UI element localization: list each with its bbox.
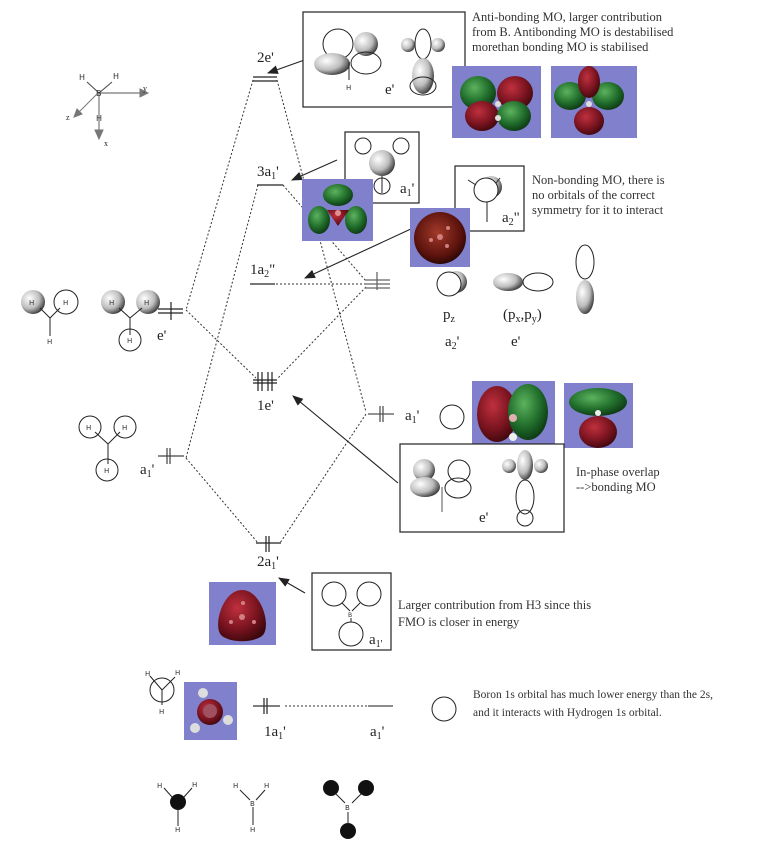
svg-text:H: H: [233, 782, 238, 790]
label-pz: pz: [443, 307, 456, 325]
svg-text:H: H: [192, 781, 197, 789]
label-e-b: e': [511, 334, 521, 350]
note-line: -->bonding MO: [576, 480, 656, 494]
svg-text:H: H: [113, 72, 119, 81]
svg-text:H: H: [157, 782, 162, 790]
note-boron-1s: Boron 1s orbital has much lower energy t…: [473, 686, 713, 722]
svg-text:H: H: [29, 299, 34, 307]
render-2e-b: [551, 66, 637, 138]
svg-text:B: B: [250, 800, 255, 808]
note-line: no orbitals of the correct: [532, 188, 655, 202]
svg-text:H: H: [175, 669, 180, 677]
render-2a1: [209, 582, 276, 645]
render-1a2: [410, 208, 470, 267]
correlation-lines: [185, 79, 368, 707]
svg-text:H: H: [145, 670, 150, 678]
label-2a1: 2a1': [257, 554, 279, 572]
label-a2: a2': [445, 334, 460, 352]
mo-level-1e: [253, 372, 277, 391]
render-2e-a: [452, 66, 541, 138]
svg-text:H: H: [86, 424, 91, 432]
box-1e-orbitals: e': [399, 443, 565, 533]
label-3a1: 3a1': [257, 164, 279, 182]
svg-text:z: z: [66, 113, 70, 122]
h3-e-orbital-b: H H H: [101, 290, 160, 352]
label-1a2: 1a2": [250, 262, 275, 280]
svg-text:B: B: [96, 89, 102, 98]
h3-e-orbital-a: H H H: [21, 289, 79, 346]
note-antibonding: Anti-bonding MO, larger contribution fro…: [472, 10, 673, 55]
label-1a1: 1a1': [264, 724, 286, 742]
svg-text:H: H: [96, 114, 102, 123]
label-b-a1-1s: a1': [370, 724, 385, 742]
b-1s-orbital-icon: [431, 696, 457, 722]
svg-text:H: H: [250, 826, 255, 834]
svg-text:H: H: [63, 299, 68, 307]
render-3a1: [302, 179, 373, 241]
svg-text:H: H: [109, 299, 114, 307]
render-1e-a: [472, 381, 555, 450]
svg-text:H: H: [175, 826, 180, 834]
note-line: Larger contribution from H3 since this: [398, 598, 592, 612]
svg-text:y: y: [143, 84, 147, 93]
note-line: Boron 1s orbital has much lower energy t…: [473, 689, 713, 701]
note-line: Non-bonding MO, there is: [532, 173, 665, 187]
svg-text:H: H: [264, 782, 269, 790]
render-1e-b: [564, 383, 633, 448]
box-2a1-orbitals: B a1': [311, 572, 392, 651]
axes-icon: B H H H y z x: [66, 72, 150, 148]
note-inphase: In-phase overlap -->bonding MO: [576, 465, 660, 495]
mo-level-2e: [253, 76, 277, 82]
svg-text:x: x: [104, 139, 108, 148]
mo-level-1a1: [253, 698, 280, 714]
h3-level-a1: [158, 448, 184, 464]
b-level-a1-2s: [368, 406, 394, 422]
box-2e-orbitals: H e': [302, 11, 466, 108]
b-level-p: [365, 272, 390, 290]
note-line: and it interacts with Hydrogen 1s orbita…: [473, 707, 662, 719]
bh3-structure: B H H H: [233, 782, 269, 834]
svg-text:H: H: [144, 299, 149, 307]
bh3-structure-boron-orbital: H H H: [157, 781, 197, 834]
svg-text:H: H: [127, 337, 132, 345]
svg-text:e': e': [479, 510, 489, 526]
svg-text:a2": a2": [502, 210, 520, 228]
h3-level-e: [158, 302, 183, 320]
svg-text:B: B: [348, 612, 352, 619]
bh3-newman-icon: H H H: [145, 669, 180, 716]
note-line: Anti-bonding MO, larger contribution: [472, 10, 663, 24]
svg-text:H: H: [346, 84, 351, 92]
svg-text:e': e': [385, 82, 395, 98]
note-line: morethan bonding MO is stabilised: [472, 40, 649, 54]
svg-text:H: H: [79, 73, 85, 82]
note-line: In-phase overlap: [576, 465, 660, 479]
label-1e: 1e': [257, 398, 274, 414]
label-h3-a1: a1': [140, 462, 155, 480]
bh3-structure-h-orbitals: B: [323, 780, 374, 839]
note-line: symmetry for it to interact: [532, 203, 664, 217]
label-pxpy: (px,py): [503, 307, 542, 325]
label-2e: 2e': [257, 50, 274, 66]
note-nonbonding: Non-bonding MO, there is no orbitals of …: [532, 173, 665, 218]
label-b-a1: a1': [405, 408, 420, 426]
h3-a1-orbital: H H H: [78, 415, 137, 482]
mo-level-2a1: [256, 536, 281, 552]
label-h3-e: e': [157, 328, 167, 344]
svg-text:a1': a1': [400, 181, 415, 199]
b-2s-orbital-icon: [439, 404, 465, 430]
svg-text:H: H: [122, 424, 127, 432]
svg-text:B: B: [345, 804, 350, 812]
render-1a1: [184, 682, 237, 740]
note-larger-h3: Larger contribution from H3 since this F…: [398, 597, 591, 631]
note-line: from B. Antibonding MO is destabilised: [472, 25, 674, 39]
svg-text:H: H: [47, 338, 52, 346]
svg-text:H: H: [159, 708, 164, 716]
svg-text:H: H: [104, 467, 109, 475]
note-line: FMO is closer in energy: [398, 615, 520, 629]
b-p-orbitals: [436, 244, 595, 314]
